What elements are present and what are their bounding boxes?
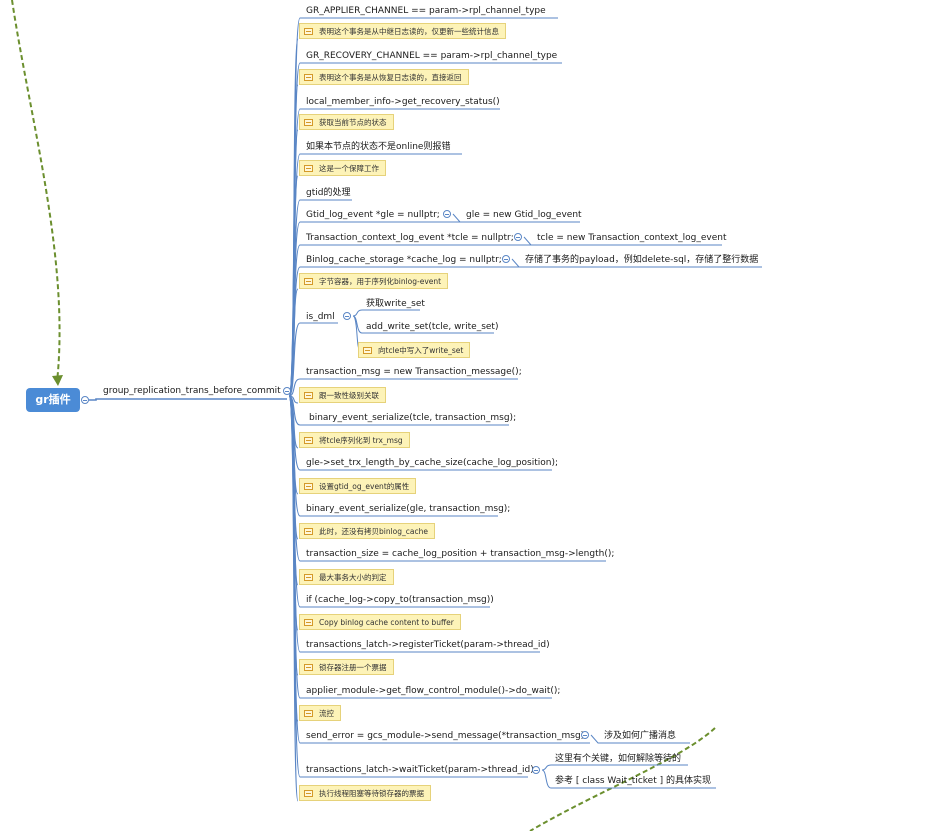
note-connector <box>288 175 299 397</box>
main-branch-label[interactable]: group_replication_trans_before_commit <box>103 386 281 396</box>
note-text: 将tcle序列化到 trx_msg <box>319 436 403 445</box>
note-binlog-cache: 字节容器，用于序列化binlog-event <box>299 273 449 289</box>
is-dml-sub-1 <box>352 309 420 317</box>
topic-wait-ticket[interactable]: transactions_latch->waitTicket(param->th… <box>306 765 534 775</box>
note-online-check: 这是一个保障工作 <box>299 160 386 176</box>
topic-binlog-cache-storage[interactable]: Binlog_cache_storage *cache_log = nullpt… <box>306 255 502 265</box>
note-text: 锁存器注册一个票据 <box>319 663 387 672</box>
note-text: 流控 <box>319 709 334 718</box>
note-icon <box>304 527 313 535</box>
note-icon <box>304 118 313 126</box>
topic-gtid-handling[interactable]: gtid的处理 <box>306 188 351 198</box>
note-serialize-tcle: 将tcle序列化到 trx_msg <box>299 432 410 448</box>
note-icon <box>304 618 313 626</box>
topic-flow-control[interactable]: applier_module->get_flow_control_module(… <box>306 686 561 696</box>
wait-ticket-child-key[interactable]: 这里有个关键，如何解除等待的 <box>555 754 682 764</box>
topic-register-ticket[interactable]: transactions_latch->registerTicket(param… <box>306 640 550 650</box>
note-icon <box>304 482 313 490</box>
is-dml-child-get-write-set[interactable]: 获取write_set <box>366 299 425 309</box>
note-text: 跟一致性级别关联 <box>319 391 379 400</box>
note-transaction-msg: 跟一致性级别关联 <box>299 387 386 403</box>
note-connector <box>288 395 299 802</box>
topic-serialize-gle[interactable]: binary_event_serialize(gle, transaction_… <box>306 504 511 514</box>
note-text: 这是一个保障工作 <box>319 164 379 173</box>
note-text: 最大事务大小的判定 <box>319 573 387 582</box>
binlog-cache-collapse-toggle[interactable] <box>502 255 510 263</box>
note-icon <box>304 436 313 444</box>
note-icon <box>304 391 313 399</box>
note-text: 获取当前节点的状态 <box>319 118 387 127</box>
topic-transaction-size[interactable]: transaction_size = cache_log_position + … <box>306 549 615 559</box>
tcle-sub-connector <box>523 236 722 246</box>
send-message-collapse-toggle[interactable] <box>581 731 589 739</box>
note-text: 设置gtid_og_event的属性 <box>319 482 410 491</box>
main-branch-underline <box>89 398 287 401</box>
note-text: 此时，还没有拷贝binlog_cache <box>319 527 428 536</box>
note-set-trx-length: 设置gtid_og_event的属性 <box>299 478 417 494</box>
gtid-log-event-collapse-toggle[interactable] <box>443 210 451 218</box>
tcle-child[interactable]: tcle = new Transaction_context_log_event <box>537 233 727 243</box>
topic-gtid-log-event[interactable]: Gtid_log_event *gle = nullptr; <box>306 210 440 220</box>
gtid-log-event-child[interactable]: gle = new Gtid_log_event <box>466 210 582 220</box>
note-transaction-size: 最大事务大小的判定 <box>299 569 394 585</box>
wait-sub-2 <box>541 769 716 789</box>
main-branch-collapse-toggle[interactable] <box>283 387 291 395</box>
tcle-collapse-toggle[interactable] <box>514 233 522 241</box>
topic-transaction-msg[interactable]: transaction_msg = new Transaction_messag… <box>306 367 522 377</box>
branch-connector <box>288 378 518 397</box>
relation-arrowhead <box>52 375 63 386</box>
note-add-write-set: 向tcle中写入了write_set <box>358 342 471 358</box>
topic-set-trx-length[interactable]: gle->set_trx_length_by_cache_size(cache_… <box>306 458 559 468</box>
note-icon <box>304 573 313 581</box>
wait-ticket-child-reference[interactable]: 参考 [ class Wait_ticket ] 的具体实现 <box>555 776 711 786</box>
topic-copy-to[interactable]: if (cache_log->copy_to(transaction_msg)) <box>306 595 494 605</box>
root-collapse-toggle[interactable] <box>81 396 89 404</box>
note-icon <box>304 277 313 285</box>
note-icon <box>304 663 313 671</box>
branch-connector <box>288 322 338 397</box>
wait-ticket-collapse-toggle[interactable] <box>532 766 540 774</box>
send-message-child[interactable]: 涉及如何广播消息 <box>604 731 677 741</box>
note-copy-to: Copy binlog cache content to buffer <box>299 614 461 630</box>
is-dml-collapse-toggle[interactable] <box>343 312 351 320</box>
topic-recovery-channel[interactable]: GR_RECOVERY_CHANNEL == param->rpl_channe… <box>306 51 558 61</box>
note-wait-ticket: 执行线程阻塞等待锁存器的票据 <box>299 785 431 801</box>
wait-sub-1 <box>541 764 688 771</box>
topic-online-check[interactable]: 如果本节点的状态不是online则报错 <box>306 142 451 152</box>
relation-line-top <box>11 0 61 383</box>
topic-serialize-tcle[interactable]: binary_event_serialize(tcle, transaction… <box>309 413 517 423</box>
note-icon <box>304 73 313 81</box>
note-recovery-status: 获取当前节点的状态 <box>299 114 394 130</box>
note-register-ticket: 锁存器注册一个票据 <box>299 659 394 675</box>
note-connector <box>288 288 299 397</box>
topic-recovery-status[interactable]: local_member_info->get_recovery_status() <box>306 97 500 107</box>
note-text: 向tcle中写入了write_set <box>378 346 464 355</box>
send-msg-sub <box>590 734 690 744</box>
topic-is-dml[interactable]: is_dml <box>306 312 335 322</box>
binlog-sub-connector <box>511 258 762 268</box>
note-icon <box>304 789 313 797</box>
topic-transaction-context-log-event[interactable]: Transaction_context_log_event *tcle = nu… <box>306 233 514 243</box>
note-text: 表明这个事务是从恢复日志读的，直接返回 <box>319 73 462 82</box>
note-icon <box>304 27 313 35</box>
topic-applier-channel[interactable]: GR_APPLIER_CHANNEL == param->rpl_channel… <box>306 6 546 16</box>
note-icon <box>363 346 372 354</box>
note-flow-control: 流控 <box>299 705 341 721</box>
note-icon <box>304 709 313 717</box>
root-node[interactable]: gr插件 <box>26 388 80 412</box>
note-text: 执行线程阻塞等待锁存器的票据 <box>319 789 424 798</box>
is-dml-child-add-write-set[interactable]: add_write_set(tcle, write_set) <box>366 322 499 332</box>
note-text: Copy binlog cache content to buffer <box>319 618 454 627</box>
note-applier-channel: 表明这个事务是从中继日志读的，仅更新一些统计信息 <box>299 23 506 39</box>
topic-send-message[interactable]: send_error = gcs_module->send_message(*t… <box>306 731 588 741</box>
note-recovery-channel: 表明这个事务是从恢复日志读的，直接返回 <box>299 69 469 85</box>
note-serialize-gle: 此时，还没有拷贝binlog_cache <box>299 523 435 539</box>
note-icon <box>304 164 313 172</box>
note-text: 字节容器，用于序列化binlog-event <box>319 277 442 286</box>
relation-line-bottom <box>529 727 716 831</box>
gtid-sub-connector <box>452 213 580 223</box>
note-text: 表明这个事务是从中继日志读的，仅更新一些统计信息 <box>319 27 499 36</box>
binlog-cache-child[interactable]: 存储了事务的payload，例如delete-sql，存储了整行数据 <box>525 255 759 265</box>
